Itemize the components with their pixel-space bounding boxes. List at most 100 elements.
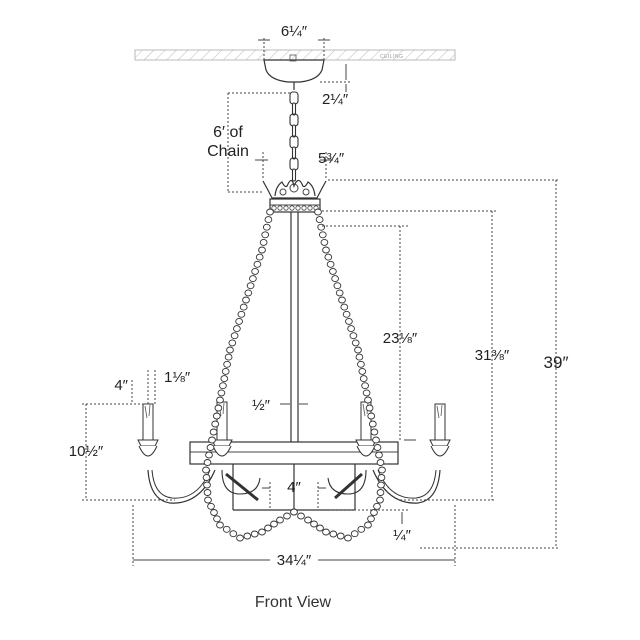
bead: [372, 436, 380, 444]
bead: [324, 253, 333, 261]
bead: [377, 474, 386, 481]
bead: [370, 428, 379, 436]
center-rod: [282, 212, 306, 510]
bead: [349, 332, 358, 340]
bead: [264, 216, 273, 224]
canopy: [263, 54, 325, 90]
bead: [345, 317, 353, 325]
bead: [204, 496, 212, 504]
bead: [235, 317, 243, 325]
chain-link: [291, 102, 297, 116]
chain-link: [291, 168, 297, 182]
bead: [242, 296, 250, 304]
bead: [264, 524, 272, 532]
bead: [237, 310, 246, 318]
ring-offset-label: ¼″: [393, 527, 412, 544]
bead: [244, 289, 253, 297]
bead: [217, 389, 226, 397]
overall-height-label: 39″: [544, 353, 569, 372]
bead: [344, 534, 352, 542]
bead: [209, 428, 218, 436]
bead: [219, 382, 227, 390]
bead: [202, 474, 211, 481]
bead: [253, 260, 262, 268]
chain-link: [289, 157, 299, 171]
bead: [373, 444, 382, 451]
bead: [340, 303, 349, 311]
bead-swags: [202, 208, 386, 542]
bead: [333, 282, 342, 290]
bead: [336, 532, 345, 540]
bead: [205, 451, 213, 459]
bead: [228, 339, 237, 347]
bead: [255, 253, 264, 261]
bead: [314, 208, 322, 216]
chain-link: [289, 113, 299, 127]
candle-height-label: 4″: [114, 377, 128, 394]
bead: [202, 466, 210, 474]
bead: [208, 436, 216, 444]
bead: [251, 267, 259, 275]
inner-gap-label: 4″: [287, 479, 301, 496]
bead: [258, 528, 266, 536]
bead: [364, 396, 372, 404]
rod-width-label: ½″: [252, 397, 271, 414]
bead: [233, 325, 241, 333]
bead: [375, 451, 383, 459]
overall-width-label: 34¼″: [277, 552, 312, 569]
bead: [203, 489, 212, 496]
bead: [230, 332, 239, 340]
bead: [365, 404, 374, 412]
bead: [243, 532, 252, 540]
bead: [361, 382, 369, 390]
bead: [210, 509, 218, 516]
bead: [304, 516, 312, 524]
bead: [316, 524, 324, 532]
bead: [320, 238, 329, 246]
crown-bead: [277, 205, 283, 211]
bead: [331, 275, 339, 283]
crown-bead: [283, 205, 289, 211]
candle-width-label: 1⅛″: [164, 369, 191, 386]
bead: [236, 534, 244, 542]
bead: [207, 502, 215, 510]
chain-link: [289, 91, 299, 105]
bead: [203, 459, 212, 466]
bead: [357, 360, 365, 368]
arm-inner-left: [221, 469, 261, 495]
bead: [351, 339, 360, 347]
bead: [220, 375, 229, 383]
bead: [357, 525, 366, 533]
crown-bead: [295, 205, 301, 211]
bead: [376, 459, 385, 466]
chain-link: [289, 135, 299, 149]
bead: [315, 216, 324, 224]
chain-label-line2: Chain: [207, 143, 249, 160]
bead: [359, 375, 368, 383]
crown-bead: [307, 205, 313, 211]
bead: [239, 303, 248, 311]
ceiling-label: CEILING: [380, 54, 404, 60]
arm-height-label: 10½″: [69, 443, 104, 460]
bead: [246, 282, 255, 290]
bead: [322, 528, 330, 536]
bead: [229, 530, 238, 538]
bead: [318, 231, 327, 239]
canopy-width-label: 6¼″: [281, 23, 308, 40]
view-title: Front View: [255, 594, 332, 611]
canopy-height-label: 2¼″: [322, 91, 349, 108]
bead: [358, 367, 367, 375]
bead: [270, 520, 278, 528]
chain-label-line1: 6′ of: [213, 124, 243, 141]
crown-bead: [301, 205, 307, 211]
bead: [249, 275, 257, 283]
bead: [259, 238, 268, 246]
bead: [376, 496, 384, 504]
bead: [276, 516, 284, 524]
bead: [378, 466, 386, 474]
bead: [367, 412, 376, 420]
bead: [216, 396, 224, 404]
bead: [283, 512, 291, 520]
bead: [214, 404, 223, 412]
